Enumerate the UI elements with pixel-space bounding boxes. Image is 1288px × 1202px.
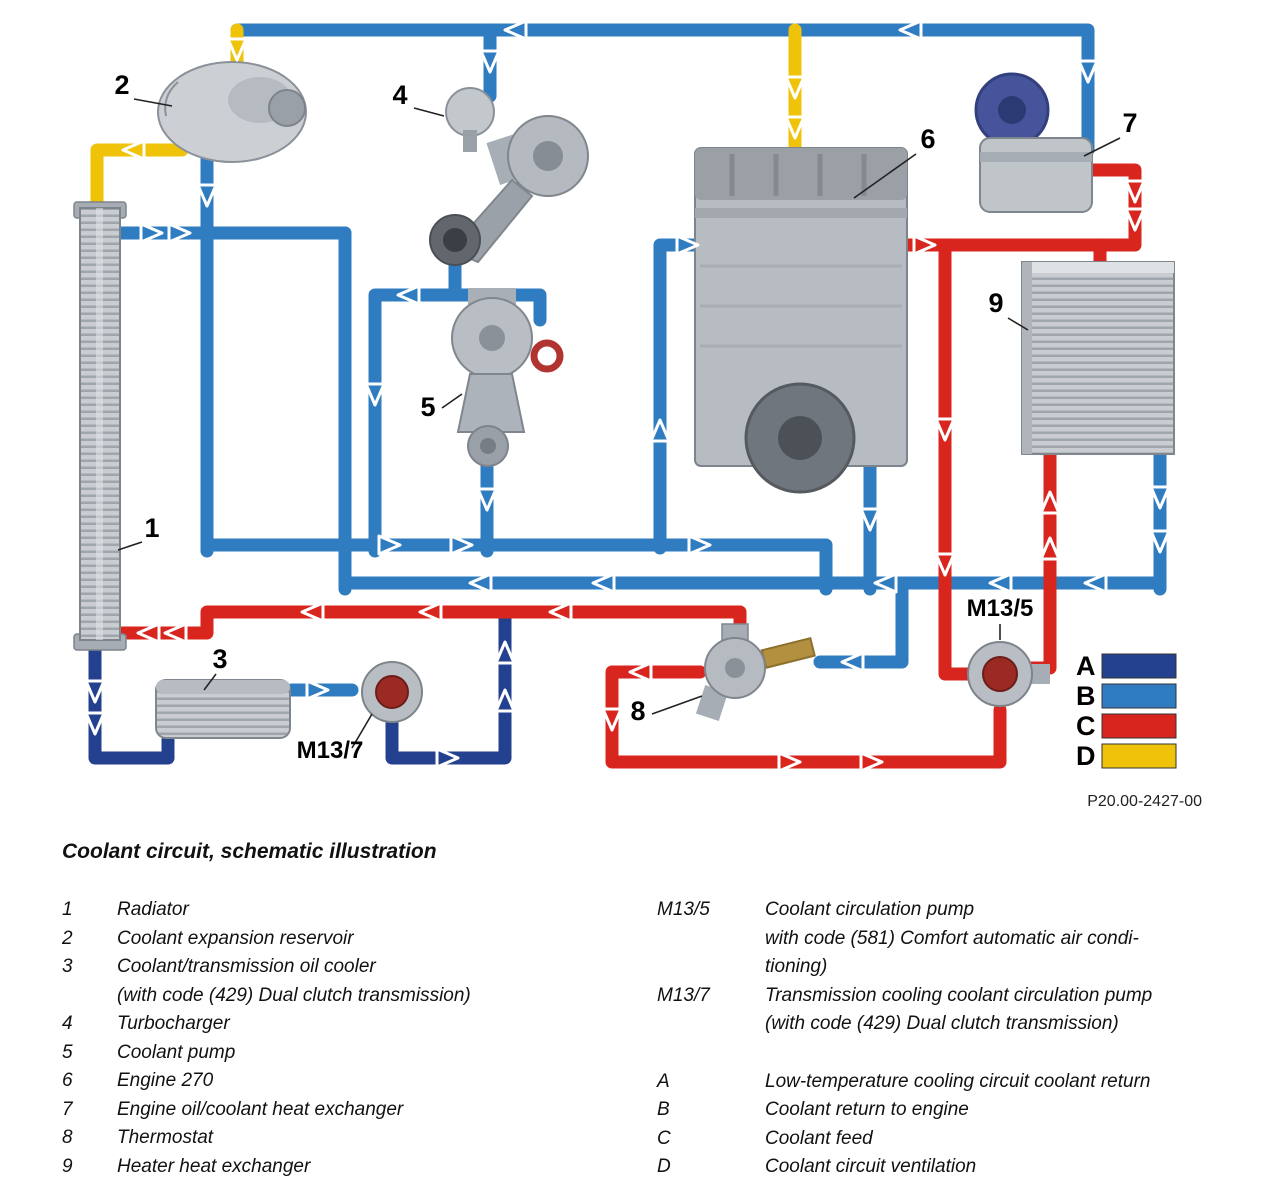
- list-item-7: 7 Engine oil/coolant heat exchanger: [62, 1096, 622, 1125]
- legend-key-c: C: [1076, 711, 1096, 741]
- label-engine: 6: [920, 124, 935, 154]
- transmission-oil-cooler: [155, 679, 291, 739]
- coolant-circuit-diagram: 1 2 3 4 5 6 7 8 9 M13/5 M13/7 A B C D P2…: [73, 19, 1202, 810]
- list-item-m13-5: M13/5 Coolant circulation pump with code…: [657, 896, 1257, 982]
- label-oil-cooler: 3: [212, 644, 227, 674]
- legend-key-b: B: [1076, 681, 1096, 711]
- label-reservoir: 2: [114, 70, 129, 100]
- item-desc: Coolant/transmission oil cooler (with co…: [117, 956, 471, 1006]
- list-item-2: 2 Coolant expansion reservoir: [62, 925, 622, 954]
- coolant-pump: [451, 288, 564, 467]
- item-desc: Transmission cooling coolant circulation…: [765, 984, 1153, 1035]
- list-item-a: A Low-temperature cooling circuit coolan…: [657, 1068, 1257, 1097]
- item-key: 7: [62, 1098, 73, 1120]
- part-number: P20.00-2427-00: [1087, 793, 1202, 810]
- legend-swatch-d: [1101, 743, 1177, 769]
- item-key: M13/5: [657, 899, 710, 920]
- item-desc: Coolant circulation pump with code (581)…: [765, 899, 1139, 977]
- item-desc: Coolant return to engine: [765, 1099, 969, 1120]
- item-key: 8: [62, 1127, 73, 1148]
- key-list-left: 1 Radiator 2 Coolant expansion reservoir…: [62, 896, 622, 1182]
- item-key: 4: [62, 1013, 73, 1034]
- item-key: 3: [62, 956, 73, 977]
- item-desc: Engine oil/coolant heat exchanger: [117, 1098, 404, 1120]
- item-desc: Coolant circuit ventilation: [765, 1156, 977, 1177]
- list-item-d: D Coolant circuit ventilation: [657, 1153, 1257, 1182]
- item-desc: Heater heat exchanger: [117, 1155, 311, 1177]
- label-heater-exchanger: 9: [988, 288, 1003, 318]
- item-key: C: [657, 1127, 671, 1149]
- item-key: A: [657, 1070, 670, 1092]
- expansion-reservoir: [157, 61, 307, 163]
- legend-swatch-b: [1101, 683, 1177, 709]
- list-item-8: 8 Thermostat: [62, 1124, 622, 1153]
- list-item-3: 3 Coolant/transmission oil cooler (with …: [62, 953, 622, 1010]
- label-radiator: 1: [144, 513, 159, 543]
- item-desc: Coolant feed: [765, 1127, 873, 1149]
- legend-key-d: D: [1076, 741, 1096, 771]
- item-key: 9: [62, 1155, 73, 1177]
- list-item-6: 6 Engine 270: [62, 1067, 622, 1096]
- item-key: M13/7: [657, 984, 710, 1006]
- oil-coolant-heat-exchanger: [974, 72, 1093, 213]
- item-key: D: [657, 1156, 671, 1177]
- label-coolant-pump: 5: [420, 392, 435, 422]
- list-item-9: 9 Heater heat exchanger: [62, 1153, 622, 1182]
- caption-title: Coolant circuit, schematic illustration: [62, 840, 437, 863]
- list-item-c: C Coolant feed: [657, 1125, 1257, 1154]
- component-labels: 1 2 3 4 5 6 7 8 9 M13/5 M13/7: [114, 70, 1137, 764]
- legend-swatch-a: [1101, 653, 1177, 679]
- label-m13-7: M13/7: [297, 737, 364, 764]
- label-turbocharger: 4: [392, 80, 407, 110]
- list-item-4: 4 Turbocharger: [62, 1010, 622, 1039]
- legend-swatch-c: [1101, 713, 1177, 739]
- item-key: B: [657, 1099, 670, 1120]
- key-list-right: M13/5 Coolant circulation pump with code…: [657, 896, 1257, 1182]
- item-desc: Low-temperature cooling circuit coolant …: [765, 1070, 1151, 1092]
- item-key: 5: [62, 1041, 73, 1063]
- label-m13-5: M13/5: [967, 595, 1034, 622]
- engine: [694, 147, 908, 494]
- item-desc: Radiator: [117, 899, 189, 920]
- key-lists: 1 Radiator 2 Coolant expansion reservoir…: [62, 896, 1288, 1182]
- item-key: 1: [62, 899, 73, 920]
- legend-key-a: A: [1076, 651, 1096, 681]
- list-item-m13-7: M13/7 Transmission cooling coolant circu…: [657, 982, 1257, 1039]
- label-thermostat: 8: [630, 696, 645, 726]
- pump-m13-7: [361, 661, 423, 723]
- item-desc: Thermostat: [117, 1127, 214, 1148]
- heater-heat-exchanger: [1021, 261, 1175, 455]
- item-key: 6: [62, 1070, 73, 1091]
- list-item-1: 1 Radiator: [62, 896, 622, 925]
- turbocharger: [429, 87, 589, 266]
- list-item-5: 5 Coolant pump: [62, 1039, 622, 1068]
- pump-m13-5: [967, 641, 1050, 707]
- radiator: [73, 201, 127, 651]
- item-desc: Turbocharger: [117, 1013, 230, 1034]
- letter-key-list: A Low-temperature cooling circuit coolan…: [657, 1068, 1257, 1182]
- item-key: 2: [62, 927, 73, 949]
- item-desc: Engine 270: [117, 1070, 214, 1091]
- thermostat: [695, 623, 816, 721]
- list-item-b: B Coolant return to engine: [657, 1096, 1257, 1125]
- item-desc: Coolant expansion reservoir: [117, 927, 354, 949]
- item-desc: Coolant pump: [117, 1041, 236, 1063]
- label-heat-exchanger: 7: [1122, 108, 1137, 138]
- legend: A B C D: [1076, 651, 1177, 771]
